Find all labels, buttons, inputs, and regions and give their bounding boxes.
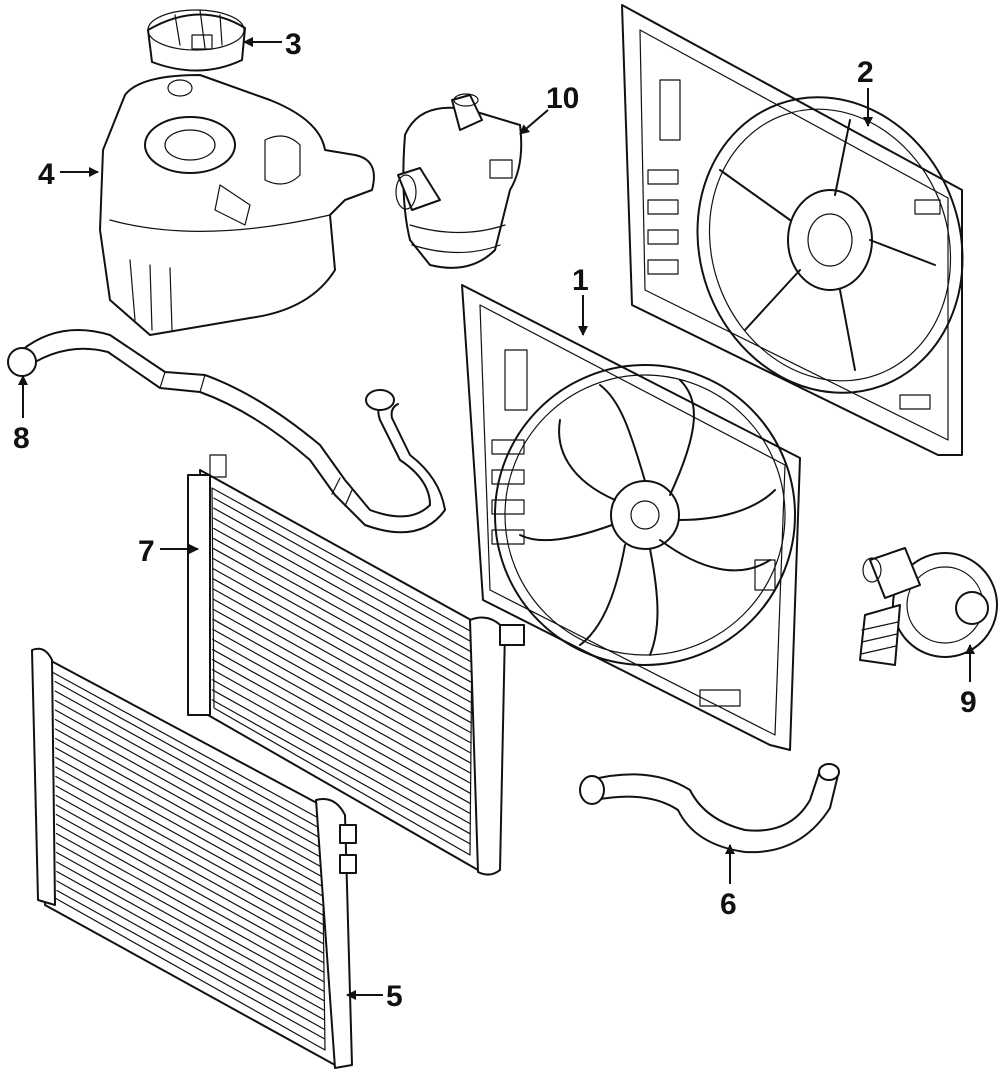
callout-9: 9 — [960, 686, 977, 719]
auxiliary-water-pump-part-10 — [395, 93, 523, 269]
expansion-tank-cap-part-3 — [147, 9, 246, 72]
callout-1: 1 — [572, 264, 589, 297]
callout-7: 7 — [138, 535, 155, 568]
radiator-part-7 — [187, 454, 525, 876]
callout-8: 8 — [13, 422, 30, 455]
callout-4: 4 — [38, 158, 55, 191]
expansion-tank-part-4 — [99, 74, 375, 336]
electric-water-pump-part-9 — [859, 547, 998, 666]
callout-2: 2 — [857, 56, 874, 89]
callout-6: 6 — [720, 888, 737, 921]
callout-5: 5 — [386, 980, 403, 1013]
fan-assembly-part-1 — [461, 284, 801, 751]
callout-leaders — [18, 37, 975, 1000]
callout-3: 3 — [285, 28, 302, 61]
callout-10: 10 — [546, 82, 579, 115]
lower-coolant-hose-part-6 — [579, 763, 840, 854]
coolant-hose-part-8 — [7, 329, 446, 534]
fan-shroud-part-2 — [621, 4, 964, 456]
radiator-part-5 — [31, 647, 357, 1069]
